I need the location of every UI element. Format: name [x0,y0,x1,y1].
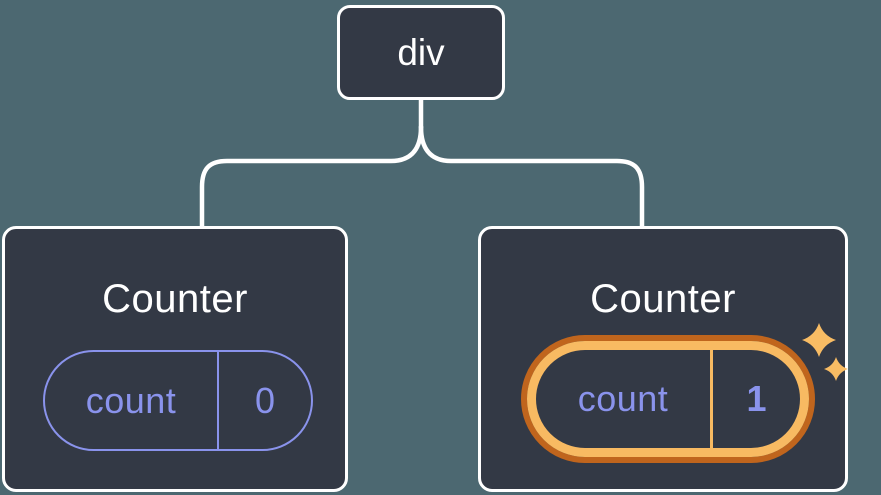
state-value-cell: 1 [713,350,800,448]
state-pill-right: count 1 [527,341,809,457]
state-name-label: count [577,378,669,419]
state-value: 1 [746,378,767,419]
sparkle-large [802,323,836,357]
root-node: div [337,5,505,100]
state-pill-highlight-ring: count 1 [521,335,815,463]
sparkle-small [824,357,848,381]
counter-node-left: Counter count 0 [2,226,348,492]
counter-right-title: Counter [590,277,736,321]
state-pill-left: count 0 [43,350,313,451]
state-name-cell: count [536,350,713,448]
state-value-cell: 0 [219,352,311,449]
connector-left-branch [199,124,424,231]
root-node-label: div [397,31,445,73]
sparkles-icon [802,323,848,381]
state-name-label: count [85,379,177,421]
state-name-cell: count [45,352,219,449]
counter-node-right: Counter count 1 [478,226,848,492]
state-value: 0 [254,379,276,421]
connector-right-branch [418,124,645,231]
counter-left-title: Counter [102,277,248,321]
